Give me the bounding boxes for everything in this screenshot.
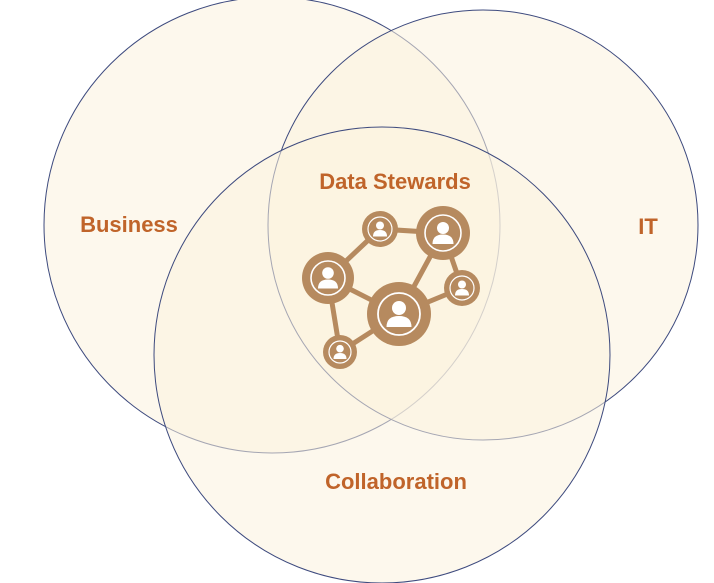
people-network-icon [302, 206, 480, 369]
person-node [416, 206, 470, 260]
collaboration-circle [153, 126, 611, 583]
person-node [302, 252, 354, 304]
data-stewards-label: Data Stewards [319, 169, 471, 194]
it-label: IT [638, 214, 658, 239]
person-node [323, 335, 357, 369]
person-node [444, 270, 480, 306]
business-label: Business [80, 212, 178, 237]
person-node [367, 282, 431, 346]
person-node [362, 211, 398, 247]
collaboration-label: Collaboration [325, 469, 467, 494]
